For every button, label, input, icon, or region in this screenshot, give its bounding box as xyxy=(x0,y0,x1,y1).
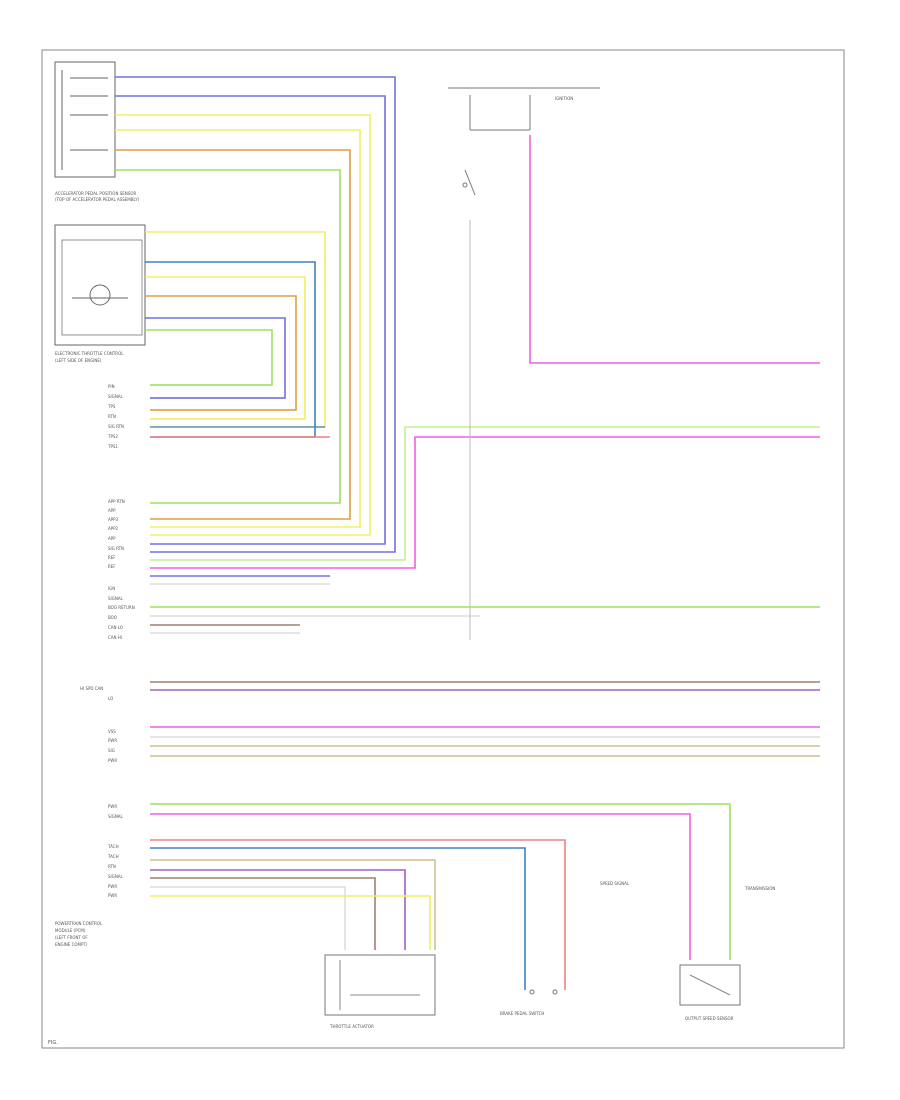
ignition-power-wire xyxy=(529,135,820,364)
svg-text:APP2: APP2 xyxy=(108,526,119,531)
svg-text:APP3: APP3 xyxy=(108,517,119,522)
ecm-pin-labels: PIN SIGNAL TPS RTN SIG RTN TPS2 TPS1 APP… xyxy=(80,384,135,898)
ecm-label-2: MODULE (PCM) xyxy=(55,928,86,933)
svg-text:SIGNAL: SIGNAL xyxy=(108,596,124,601)
svg-text:CAN HI: CAN HI xyxy=(108,635,122,640)
ecm-stub-wires xyxy=(150,384,325,428)
throttle-body-label: ELECTRONIC THROTTLE CONTROL xyxy=(55,351,124,356)
svg-text:PWR: PWR xyxy=(108,884,117,889)
ignition-label: IGNITION xyxy=(555,96,573,101)
svg-text:PWR: PWR xyxy=(108,738,117,743)
svg-text:PIN: PIN xyxy=(108,384,115,389)
ecm-label: POWERTRAIN CONTROL xyxy=(55,921,103,926)
mid-right-annotation: SPEED SIGNAL xyxy=(600,881,630,886)
svg-text:TPS: TPS xyxy=(107,404,116,409)
svg-text:RTN: RTN xyxy=(108,414,116,419)
speed-sensor-label: OUTPUT SPEED SENSOR xyxy=(685,1016,734,1021)
svg-text:LO: LO xyxy=(108,696,113,701)
svg-text:SIG RTN: SIG RTN xyxy=(108,546,124,551)
brake-pedal-label: BRAKE PEDAL SWITCH xyxy=(500,1011,544,1016)
svg-text:APP: APP xyxy=(108,536,116,541)
ecm-long-wires xyxy=(150,426,820,757)
right-annotation: TRANSMISSION xyxy=(744,886,775,891)
svg-text:TPS1: TPS1 xyxy=(107,444,118,449)
page-label: FIG. xyxy=(48,1040,58,1046)
accelerator-wires xyxy=(115,76,396,553)
svg-text:APP: APP xyxy=(108,508,116,513)
brake-pedal-switch xyxy=(524,960,566,995)
svg-text:SIGNAL: SIGNAL xyxy=(108,814,124,819)
svg-text:PWR: PWR xyxy=(108,758,117,763)
svg-text:BOO RETURN: BOO RETURN xyxy=(108,605,135,610)
throttle-body-wires xyxy=(145,231,330,438)
svg-text:PWR: PWR xyxy=(108,893,117,898)
diagram-frame xyxy=(41,49,845,1049)
accelerator-pedal-label: ACCELERATOR PEDAL POSITION SENSOR xyxy=(55,191,136,196)
svg-text:APP RTN: APP RTN xyxy=(108,499,125,504)
throttle-actuator xyxy=(324,954,436,1016)
ignition-block xyxy=(448,87,600,640)
svg-text:REF: REF xyxy=(108,564,116,569)
accelerator-pedal-connector xyxy=(54,61,116,178)
svg-text:PWR: PWR xyxy=(108,804,117,809)
lower-ecm-wires xyxy=(150,803,731,960)
svg-text:SIG: SIG xyxy=(108,748,115,753)
svg-text:CAN LO: CAN LO xyxy=(108,625,123,630)
svg-text:REF: REF xyxy=(108,555,116,560)
svg-text:SIGNAL: SIGNAL xyxy=(108,874,124,879)
svg-text:HI SPD CAN: HI SPD CAN xyxy=(80,686,103,691)
throttle-actuator-label: THROTTLE ACTUATOR xyxy=(329,1024,374,1029)
svg-text:SIGNAL: SIGNAL xyxy=(108,394,124,399)
accelerator-pedal-label-2: (TOP OF ACCELERATOR PEDAL ASSEMBLY) xyxy=(55,197,140,202)
svg-text:TACH: TACH xyxy=(107,844,119,849)
svg-text:RTN: RTN xyxy=(108,864,116,869)
speed-sensor xyxy=(679,964,741,1006)
ecm-label-4: ENGINE COMPT) xyxy=(55,942,88,947)
svg-text:IGN: IGN xyxy=(108,586,115,591)
throttle-body-connector xyxy=(54,224,146,346)
svg-text:TACH: TACH xyxy=(107,854,119,859)
ecm-label-3: (LEFT FRONT OF xyxy=(55,935,88,940)
svg-text:TPS2: TPS2 xyxy=(107,434,118,439)
svg-text:SIG RTN: SIG RTN xyxy=(108,424,124,429)
throttle-body-label-2: (LEFT SIDE OF ENGINE) xyxy=(55,358,102,363)
svg-text:VSS: VSS xyxy=(108,729,116,734)
svg-text:BOO: BOO xyxy=(108,615,117,620)
